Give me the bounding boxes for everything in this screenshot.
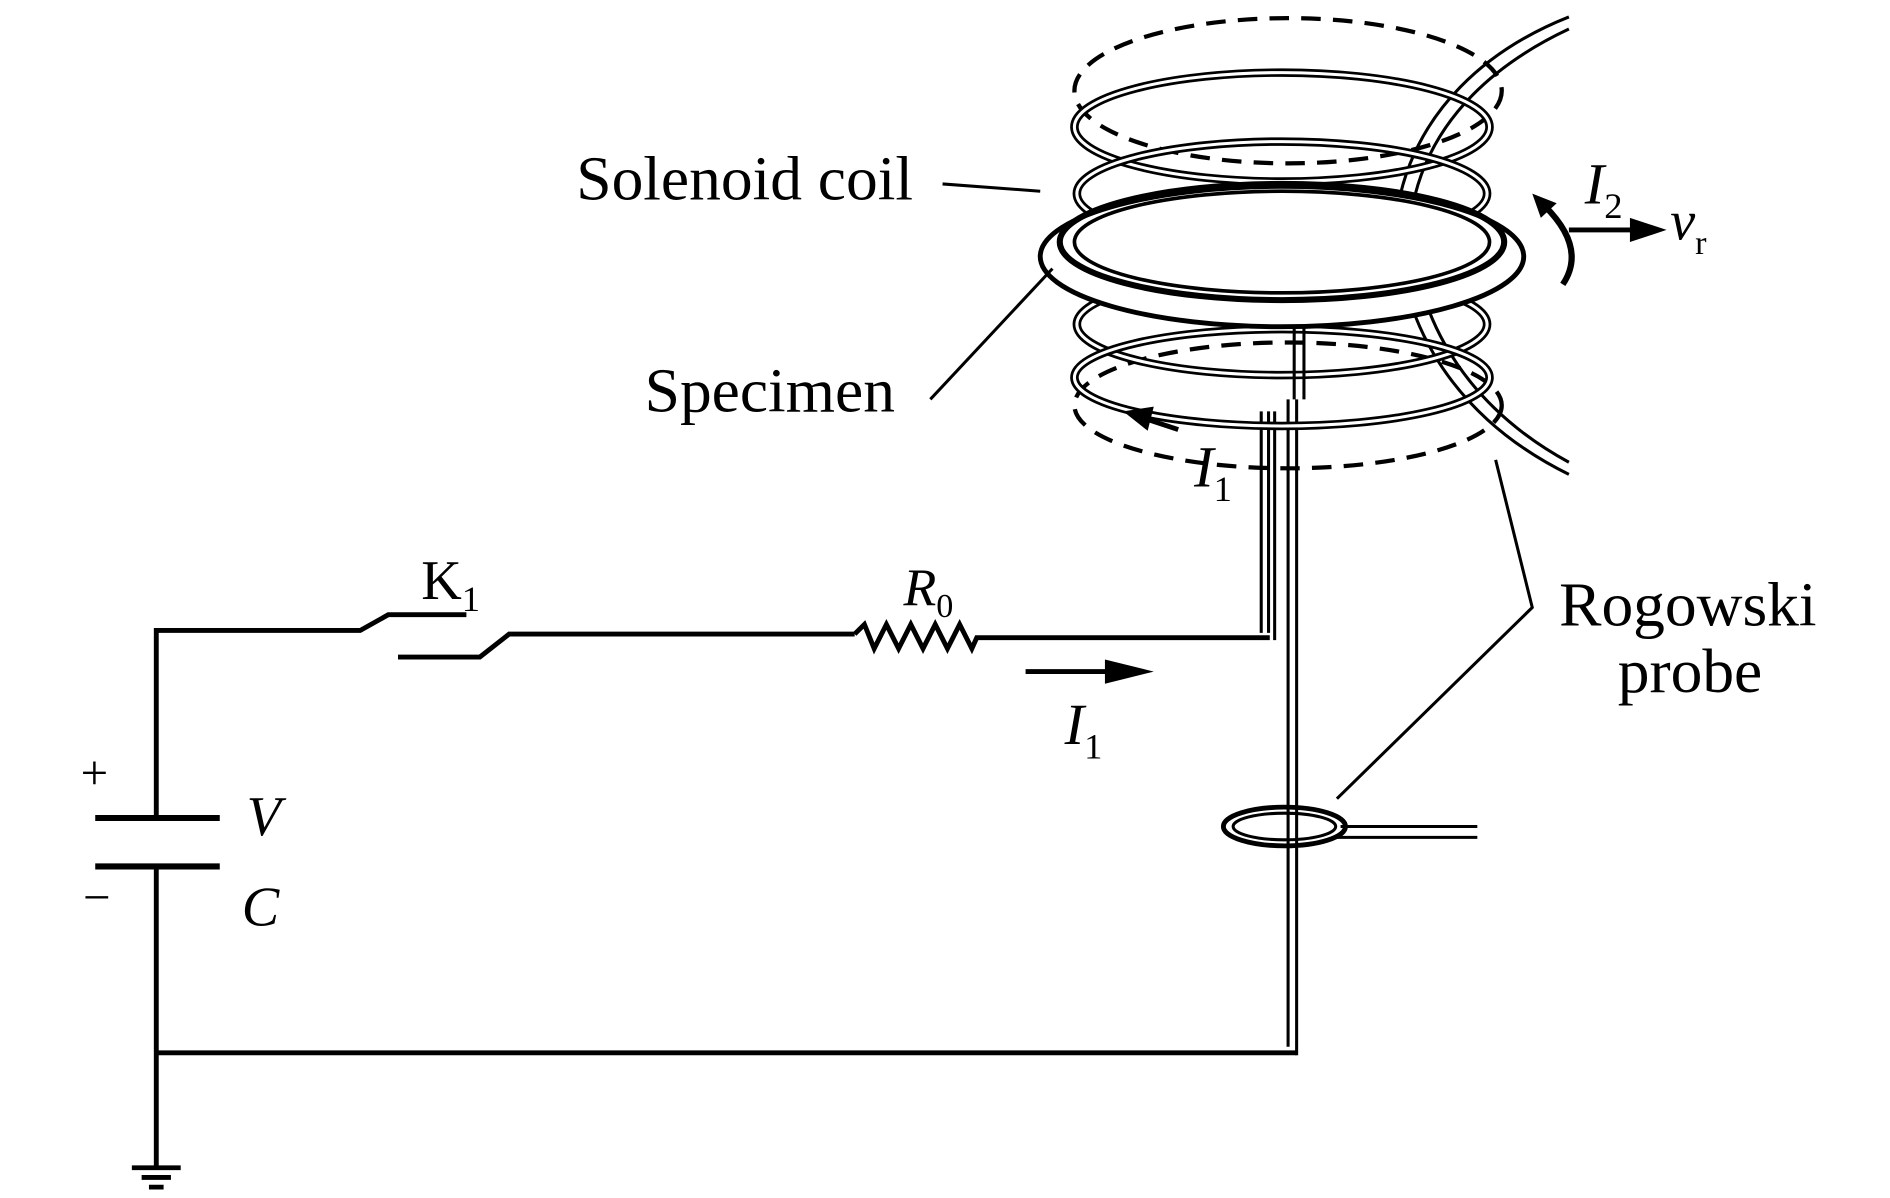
coil-current-arrow-icon xyxy=(1123,406,1179,432)
specimen-label: Specimen xyxy=(645,356,895,426)
solenoid-leader xyxy=(942,182,1041,193)
rogowski-label: Rogowski xyxy=(1559,570,1816,640)
ground-icon xyxy=(131,1165,181,1190)
velocity-label: vr xyxy=(1670,191,1707,262)
induced-current-arrow-icon xyxy=(1532,193,1667,287)
resistor-r0 xyxy=(852,619,1270,655)
solenoid-coil-label: Solenoid coil xyxy=(576,144,913,214)
capacitor xyxy=(95,815,220,870)
switch-k1 xyxy=(398,631,855,660)
current-arrow-icon xyxy=(1025,659,1154,684)
specimen-ring xyxy=(1037,180,1527,330)
specimen-leader xyxy=(929,267,1054,401)
resistor-label: R0 xyxy=(902,557,953,625)
field-lines xyxy=(1072,16,1504,471)
return-wire xyxy=(156,399,1299,1056)
coil-lead-wire xyxy=(1259,411,1277,641)
minus-sign: − xyxy=(83,871,111,925)
plus-sign: + xyxy=(81,746,109,800)
rogowski-probe xyxy=(1220,804,1478,849)
capacitor-label: C xyxy=(242,877,280,939)
switch-label: K1 xyxy=(421,550,480,619)
induced-current-label: I2 xyxy=(1584,152,1623,226)
probe-label: probe xyxy=(1618,636,1763,706)
solenoid-coil xyxy=(1070,68,1494,431)
left-wire xyxy=(153,612,467,1168)
rogowski-leader xyxy=(1335,459,1534,800)
voltage-label: V xyxy=(247,786,287,848)
current-i1-label: I1 xyxy=(1064,692,1103,766)
coil-current-label: I1 xyxy=(1193,435,1232,509)
